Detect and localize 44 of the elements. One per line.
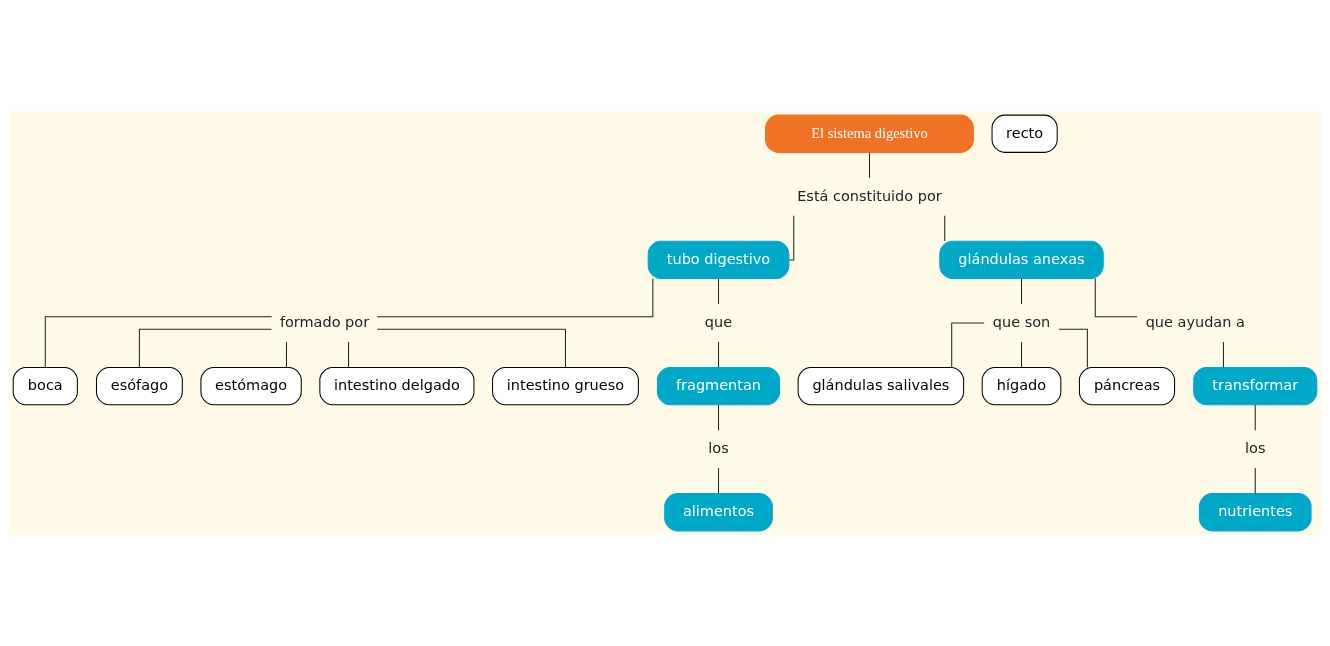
node-box: transformar [1193, 366, 1318, 406]
connector [944, 215, 946, 242]
node-box: El sistema digestivo [765, 114, 974, 153]
connector [718, 341, 720, 368]
connector [44, 316, 273, 368]
connector [869, 152, 870, 179]
node-box: intestino grueso [492, 366, 639, 406]
connector [718, 278, 720, 305]
node-box: nutrientes [1198, 493, 1312, 532]
node-text: formado por [279, 313, 370, 330]
node-box: recto [991, 114, 1058, 153]
connector [1021, 278, 1023, 305]
connector [348, 341, 350, 368]
node-box: glándulas salivales [797, 366, 965, 406]
connector [376, 328, 566, 368]
connector [1254, 467, 1256, 494]
node-box: fragmentan [657, 366, 781, 406]
node-box: intestino delgado [319, 366, 475, 406]
connector [1094, 278, 1138, 318]
node-box: alimentos [664, 493, 773, 532]
node-text: que son [992, 313, 1051, 330]
connector [376, 278, 654, 318]
connector [951, 322, 985, 368]
connector [138, 328, 272, 368]
connector [1021, 341, 1023, 368]
node-box: tubo digestivo [647, 240, 790, 280]
node-box: páncreas [1078, 366, 1176, 406]
connector [1222, 341, 1224, 368]
connector [1058, 328, 1088, 368]
node-text: que [704, 313, 733, 330]
node-text: los [708, 439, 729, 456]
node-text: que ayudan a [1145, 313, 1245, 330]
connector [788, 215, 795, 261]
connector [286, 341, 287, 368]
node-box: boca [12, 366, 78, 406]
node-box: estómago [200, 366, 302, 406]
node-text: Está constituido por [797, 187, 942, 204]
connector [718, 467, 720, 494]
node-box: hígado [981, 366, 1062, 406]
node-box: esófago [95, 366, 183, 406]
connector [1254, 404, 1256, 431]
node-box: glándulas anexas [939, 240, 1104, 280]
connector [718, 404, 720, 431]
node-text: los [1245, 439, 1266, 456]
